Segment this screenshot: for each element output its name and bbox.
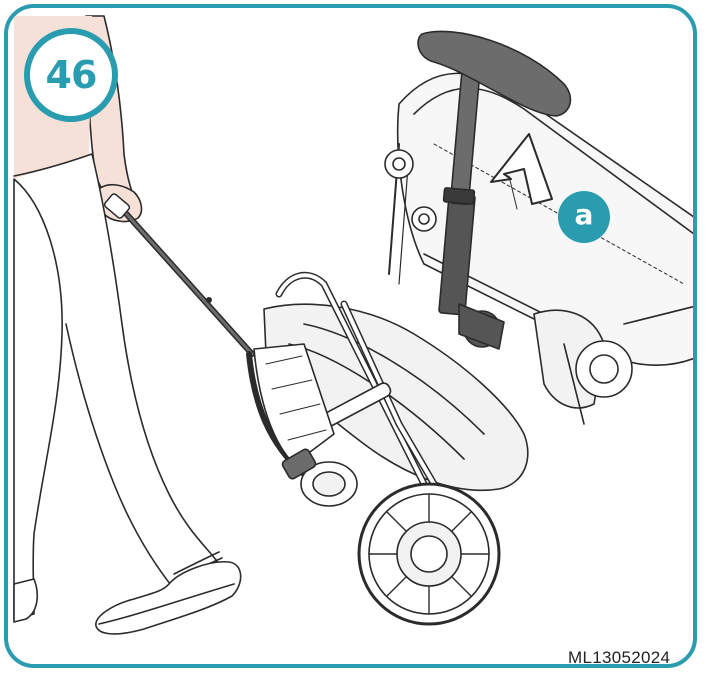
telescopic-handle [417,30,572,350]
callout-label: a [574,198,594,231]
up-arrow-icon [490,133,553,210]
stroller-rear-wheel [357,482,501,626]
handle-grip [417,30,572,117]
stroller-front-wheel [281,448,358,507]
person-back-foot [13,578,39,623]
callout-a-badge: a [558,191,610,243]
folded-stroller [246,271,529,626]
tow-handle [103,193,255,357]
step-number: 46 [45,53,98,97]
step-number-badge: 46 [24,28,118,122]
illustration-frame: 46 a ML13052024 [4,4,697,668]
person-back-leg [13,178,63,620]
stroller-canopy [263,303,529,492]
person-front-leg [65,153,220,590]
document-code: ML13052024 [568,648,671,667]
handle-detail-inset [384,30,693,425]
stroller-folding-illustration [13,15,693,635]
